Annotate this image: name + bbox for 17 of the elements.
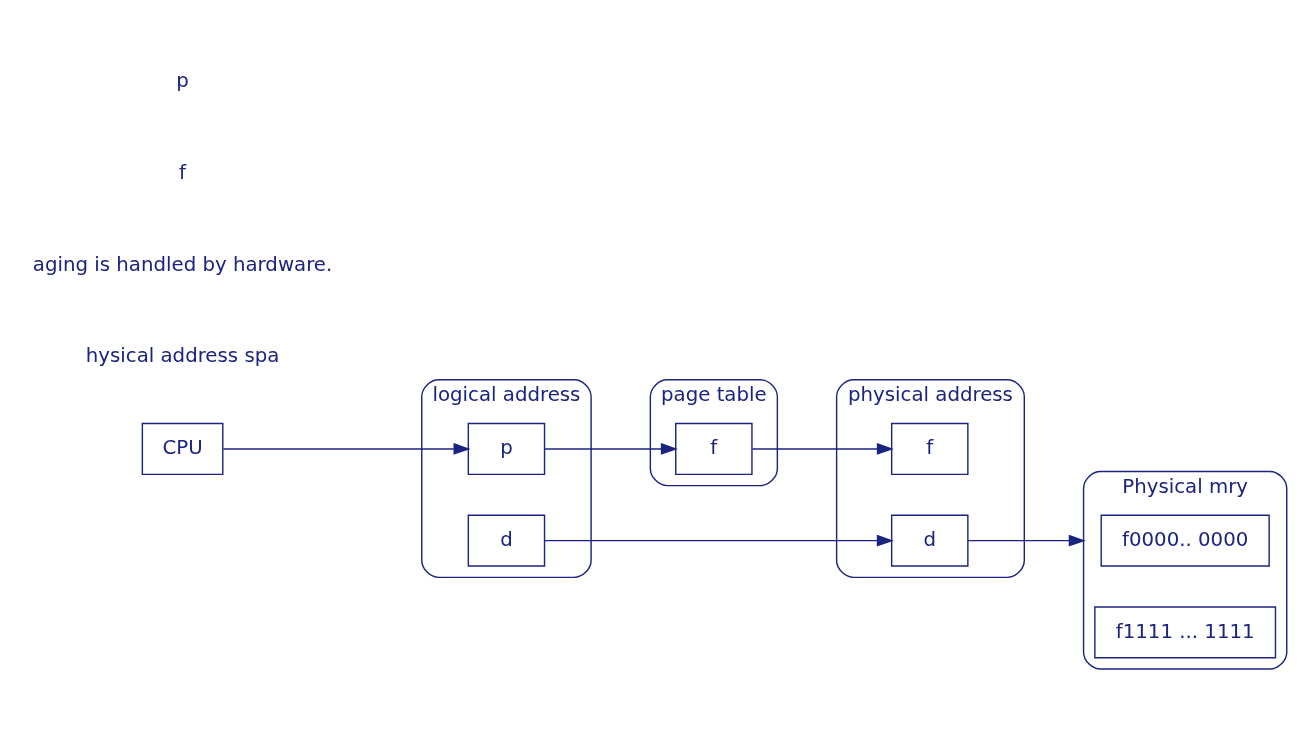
node-box: p: [467, 422, 546, 476]
node-box: f: [675, 422, 753, 476]
arrow: [222, 443, 471, 455]
node-box: f: [890, 422, 969, 476]
arrow: [544, 443, 678, 455]
label: aging is handled by hardware.: [32, 252, 333, 276]
node-box: f1111 ... 1111: [1094, 606, 1277, 659]
arrow: [967, 534, 1086, 547]
node-box: CPU: [141, 422, 224, 476]
node-box: f0000.. 0000: [1100, 514, 1270, 567]
arrow: [751, 443, 894, 455]
label: p: [176, 69, 189, 93]
arrow: [544, 534, 894, 547]
node-box: d: [467, 514, 546, 567]
node-box: d: [890, 514, 969, 567]
label: hysical address spa: [85, 344, 280, 368]
label: f: [179, 160, 187, 184]
